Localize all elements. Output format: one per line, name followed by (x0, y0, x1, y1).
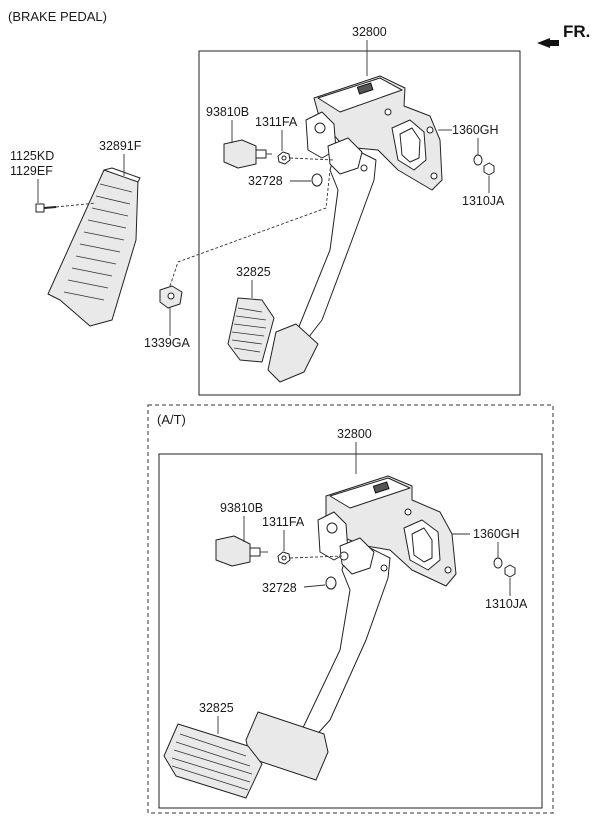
at-pedal-assembly-drawing (245, 475, 457, 781)
part-label-32825: 32825 (236, 265, 271, 279)
at-assembly: (A/T) 32800 (147, 404, 554, 814)
at-pad-cover-ribs (171, 733, 253, 791)
at-pedal-arm (299, 545, 391, 741)
pedal-pad-cover-32825: 32825 (227, 265, 275, 363)
leader-1311FA-mount (289, 157, 335, 161)
at-assembly-number: 32800 (337, 427, 372, 441)
part-label-1129EF: 1129EF (10, 164, 53, 178)
bolt-mount-leader (55, 202, 97, 208)
part-label-93810B: 93810B (206, 105, 249, 119)
at-leader-1311FA-mount (289, 555, 343, 559)
arm-hole (360, 164, 368, 172)
at-pedal-arm-upper (339, 537, 375, 575)
top-assembly-frame (198, 50, 521, 396)
front-label: FR. (563, 22, 590, 41)
clip-hole (167, 292, 175, 300)
at-nut-hole (281, 555, 287, 561)
pedal-pad-32891F: 32891F (47, 139, 142, 327)
at-pedal-pad-cover-32825: 32825 (163, 701, 263, 799)
washer-1360GH: 1360GH (438, 123, 499, 166)
part-label-1125KD: 1125KD (10, 149, 54, 163)
at-bracket-slot (372, 481, 390, 494)
at-assembly-frame (158, 453, 543, 809)
at-switch-plunger (249, 547, 261, 557)
nut-hole (281, 155, 287, 161)
part-label-32728: 32728 (248, 174, 283, 188)
nut-shape (483, 162, 495, 176)
at-bracket-bolt-hole (404, 508, 412, 516)
at-pivot-hole (326, 522, 338, 534)
bracket-slot (356, 82, 374, 95)
stopper-shape (311, 173, 323, 187)
bracket-bolt-hole (384, 108, 392, 116)
at-part-label-32728: 32728 (262, 581, 297, 595)
leader-1339GA-mount (169, 169, 331, 287)
pedal-pad (267, 323, 319, 383)
pedal-arm-upper (327, 137, 363, 175)
pedal-arm (295, 147, 377, 339)
at-nut-shape (504, 564, 516, 578)
part-label-1339GA: 1339GA (144, 336, 191, 350)
at-part-label-1360GH: 1360GH (473, 527, 520, 541)
washer-shape (473, 154, 483, 166)
bracket-bolt-hole (430, 172, 438, 180)
at-bracket-top-plate (329, 477, 411, 509)
at-leader-32728 (303, 584, 326, 588)
switch-body (223, 139, 257, 169)
pad-cover-body (227, 297, 275, 363)
at-part-label-32825: 32825 (199, 701, 234, 715)
stop-lamp-switch-93810B: 93810B (206, 105, 272, 169)
bracket-inner-cutout (399, 127, 421, 163)
at-variant-label: (A/T) (157, 412, 186, 427)
at-pedal-pad (245, 711, 329, 781)
pivot-hole (314, 122, 326, 134)
part-label-1311FA: 1311FA (255, 115, 298, 129)
at-part-label-1311FA: 1311FA (262, 515, 305, 529)
pad-cover-ribs (231, 307, 267, 353)
at-switch-body (215, 535, 251, 567)
bracket-top-plate (317, 77, 403, 113)
at-part-label-93810B: 93810B (220, 501, 263, 515)
pedal-assembly-drawing (267, 75, 443, 383)
at-arm-hole (380, 564, 388, 572)
at-washer-1360GH: 1360GH (452, 527, 520, 569)
at-nut-1310JA: 1310JA (485, 564, 528, 611)
pad-32891F-top (103, 167, 141, 183)
top-assembly: 32800 (198, 25, 521, 396)
bolt-head (35, 203, 45, 213)
nut-1311FA: 1311FA (255, 115, 335, 165)
at-bracket-inner-cutout (411, 527, 433, 563)
pad-32891F-ribs (63, 183, 133, 301)
clip-1339GA: 1339GA (144, 169, 331, 350)
pad-32891F-body (47, 169, 139, 327)
at-stopper-32728: 32728 (262, 576, 337, 595)
part-label-32891F: 32891F (99, 139, 142, 153)
switch-plunger (255, 149, 267, 159)
bolt-shank (43, 206, 57, 209)
bracket-bolt-hole (426, 126, 434, 134)
nut-1310JA: 1310JA (462, 162, 505, 208)
at-bracket-bolt-hole (444, 566, 452, 574)
part-label-1310JA: 1310JA (462, 194, 505, 208)
bolt-1125KD: 1125KD 1129EF (10, 149, 97, 213)
at-variant-frame (147, 404, 554, 814)
diagram-title: (BRAKE PEDAL) (8, 9, 107, 24)
stopper-32728: 32728 (248, 173, 323, 188)
top-assembly-number: 32800 (352, 25, 387, 39)
front-direction-indicator: FR. (537, 22, 590, 48)
at-part-label-1310JA: 1310JA (485, 597, 528, 611)
at-stopper-shape (325, 576, 337, 590)
at-stop-lamp-switch-93810B: 93810B (215, 501, 268, 567)
at-nut-1311FA: 1311FA (262, 515, 343, 565)
direction-arrow-icon (537, 38, 559, 48)
at-washer-shape (493, 557, 503, 569)
part-label-1360GH: 1360GH (452, 123, 499, 137)
at-pad-cover-body (163, 723, 263, 799)
